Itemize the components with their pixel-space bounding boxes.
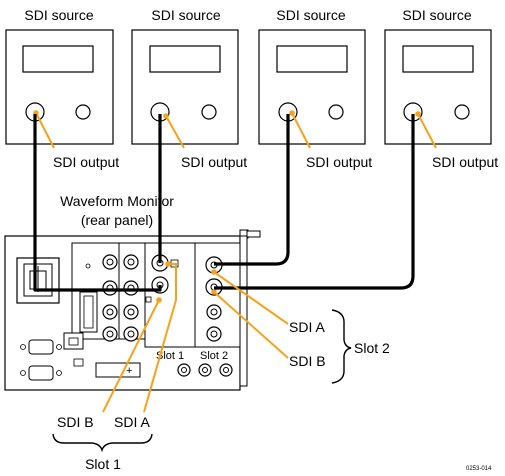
- round-connector: [454, 104, 470, 120]
- output-label: SDI output: [306, 154, 372, 170]
- monitor-title: Waveform Monitor: [60, 193, 174, 209]
- slot1-callouts: SDI B SDI A Slot 1: [52, 261, 177, 472]
- db-port: [79, 263, 98, 333]
- cable-source3-slot2-a: [214, 114, 290, 266]
- figure-id: 0253-014: [466, 466, 492, 472]
- slot1-group-label: Slot 1: [85, 456, 121, 472]
- sdi-cables: [33, 114, 415, 292]
- slot1-brace: [52, 433, 153, 453]
- sdi-source-4: SDI source: [384, 7, 492, 145]
- sdi-source-2: SDI source: [131, 7, 239, 145]
- output-label: SDI output: [181, 154, 247, 170]
- slot2-label: Slot 2: [200, 350, 228, 362]
- sdi-output-callout-2: SDI output: [163, 113, 247, 170]
- source-title: SDI source: [24, 7, 93, 23]
- plus-port: +: [95, 362, 141, 378]
- sdi-output-callout-3: SDI output: [289, 110, 372, 170]
- sdi-source-1: SDI source: [5, 7, 114, 145]
- serial-ports: [20, 339, 62, 381]
- source-title: SDI source: [151, 7, 220, 23]
- slot2-sdi-b-label: SDI B: [289, 353, 326, 369]
- slot2-sdi-a-label: SDI A: [289, 319, 325, 335]
- round-connector: [201, 104, 217, 120]
- slot2-callouts: SDI A SDI B Slot 2: [211, 269, 390, 384]
- output-label: SDI output: [53, 154, 119, 170]
- slot1-label: Slot 1: [156, 350, 184, 362]
- bottom-connectors: [177, 363, 233, 377]
- source-title: SDI source: [276, 7, 345, 23]
- monitor-rear-panel: + Slot 1 Slot 2: [4, 229, 261, 391]
- cable-source1-slot1-b: [33, 114, 162, 292]
- slot1-sdi-b-label: SDI B: [57, 414, 94, 430]
- monitor-subtitle: (rear panel): [81, 212, 153, 228]
- round-connector: [75, 104, 91, 120]
- source-title: SDI source: [402, 7, 471, 23]
- ethernet-port: [63, 332, 84, 367]
- cable-source4-slot2-b: [214, 114, 415, 290]
- slot2-brace: [331, 309, 352, 384]
- slot2-group-label: Slot 2: [354, 340, 390, 356]
- sdi-output-callout-1: SDI output: [33, 110, 119, 170]
- plus-label: +: [126, 365, 132, 377]
- sdi-output-callout-4: SDI output: [415, 111, 498, 170]
- slot1-sdi-a-label: SDI A: [114, 414, 150, 430]
- power-connector: [16, 257, 60, 304]
- sdi-source-3: SDI source: [258, 7, 366, 145]
- round-connector: [328, 104, 344, 120]
- output-label: SDI output: [432, 154, 498, 170]
